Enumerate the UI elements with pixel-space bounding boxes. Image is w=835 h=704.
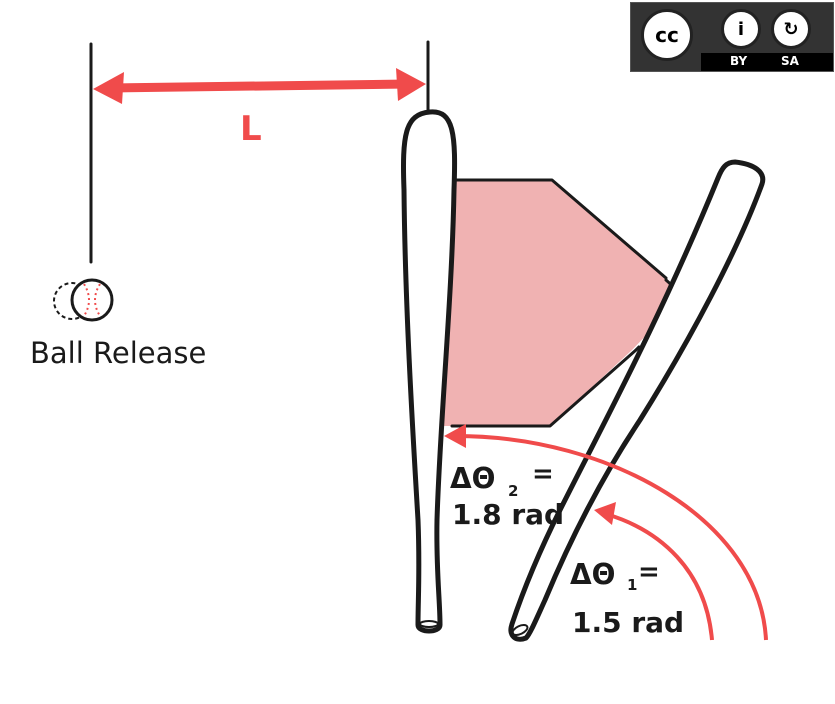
delta-theta-2-label: ΔΘ 2 = 1.8 rad [450,459,564,531]
length-label: L [240,109,262,149]
baseball-icon [53,278,114,322]
cc-license-badge: cc i ↻ BY SA [630,2,834,72]
delta-theta-2-equals: = [532,459,554,489]
delta-theta-1-arc [594,502,714,641]
delta-theta-1-value: 1.5 rad [572,606,684,639]
delta-theta-2-value: 1.8 rad [452,498,564,531]
length-arrow [93,68,426,104]
delta-theta-2-subscript: 2 [508,482,518,500]
share-alike-icon: ↻ [771,9,811,49]
delta-theta-1-symbol: ΔΘ [570,558,615,591]
cc-icon: cc [641,9,693,61]
delta-theta-1-equals: = [638,557,660,587]
bat-vertical [401,109,458,634]
attribution-icon: i [721,9,761,49]
license-by-label: BY [730,54,748,68]
bat-angled [508,159,766,642]
license-sa-label: SA [781,54,799,68]
delta-theta-1-subscript: 1 [627,576,637,594]
ball-release-label: Ball Release [30,336,206,370]
license-strip [701,53,833,71]
delta-theta-1-label: ΔΘ 1 = 1.5 rad [570,557,684,639]
delta-theta-2-arc [444,424,768,641]
delta-theta-2-symbol: ΔΘ [450,462,495,495]
